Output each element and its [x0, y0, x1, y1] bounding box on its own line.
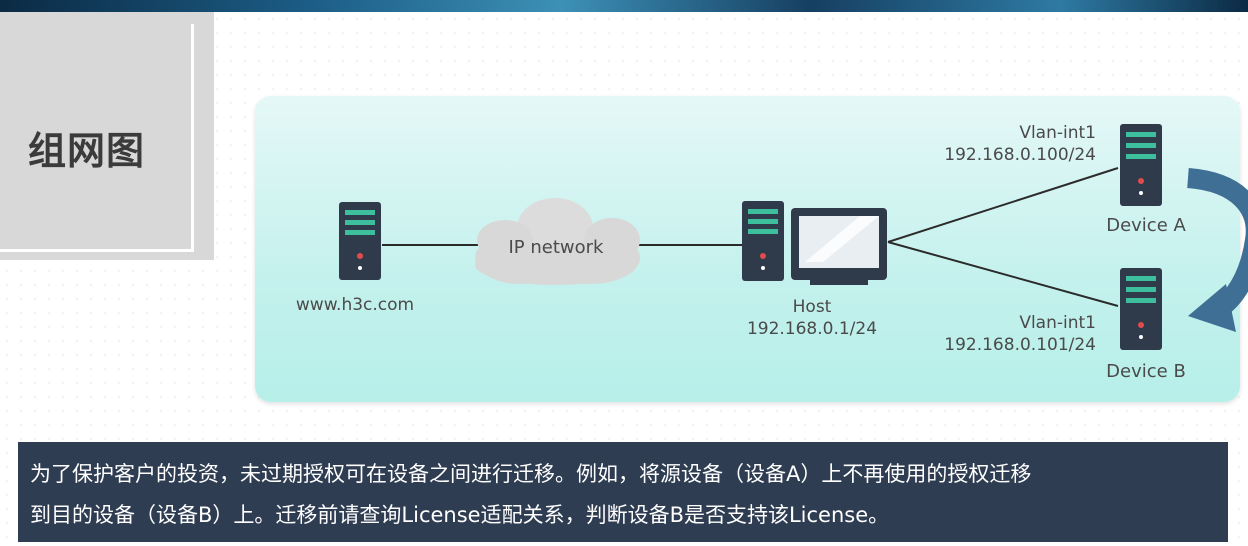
- device-b-ip-label: 192.168.0.101/24: [944, 335, 1096, 355]
- device-b-icon: [1120, 268, 1162, 350]
- title-frame: [0, 24, 194, 252]
- note-line-1: 为了保护客户的投资，未过期授权可在设备之间进行迁移。例如，将源设备（设备A）上不…: [30, 462, 1032, 486]
- device-b-vlan-label: Vlan-int1: [1019, 313, 1096, 333]
- monitor-icon: [791, 208, 887, 285]
- device-a-ip-label: 192.168.0.100/24: [944, 145, 1096, 165]
- note-box: 为了保护客户的投资，未过期授权可在设备之间进行迁移。例如，将源设备（设备A）上不…: [18, 442, 1228, 542]
- cloud-icon: [475, 198, 640, 285]
- server-label: www.h3c.com: [296, 295, 414, 315]
- device-a-vlan-label: Vlan-int1: [1019, 123, 1096, 143]
- host-name-label: Host: [793, 297, 832, 317]
- title-block: 组网图: [0, 12, 214, 260]
- cloud-label: IP network: [509, 237, 605, 258]
- host-ip-label: 192.168.0.1/24: [747, 319, 877, 339]
- device-a-icon: [1120, 124, 1162, 206]
- top-banner: [0, 0, 1248, 12]
- web-server-icon: [339, 202, 381, 280]
- link-host-device-b: [887, 241, 1119, 307]
- host-server-icon: [742, 201, 784, 281]
- note-line-2: 到目的设备（设备B）上。迁移前请查询License适配关系，判断设备B是否支持该…: [30, 503, 890, 527]
- slide-title: 组网图: [28, 129, 146, 173]
- device-b-name-label: Device B: [1106, 361, 1186, 382]
- device-a-name-label: Device A: [1106, 215, 1186, 236]
- link-host-device-a: [887, 167, 1119, 243]
- migration-arrow-icon: [1186, 168, 1248, 332]
